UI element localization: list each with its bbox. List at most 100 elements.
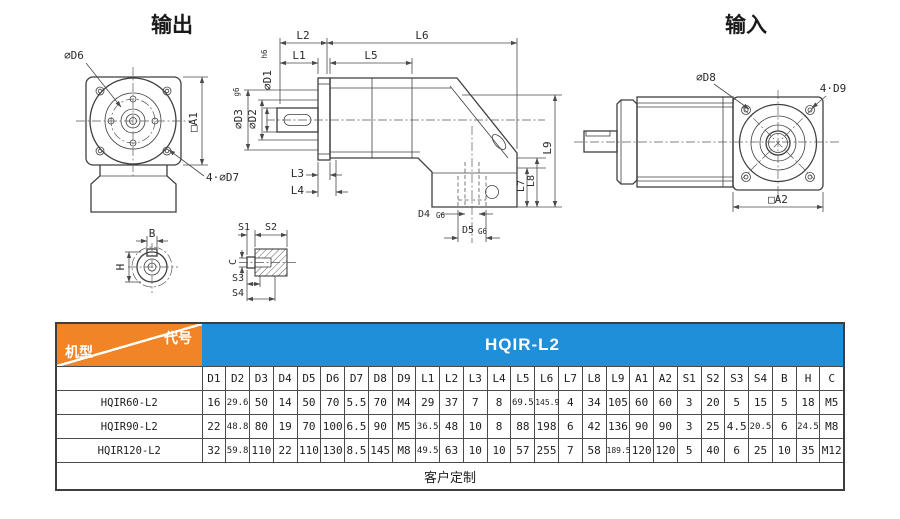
col-header-l2: L2: [439, 366, 464, 391]
col-header-l9: L9: [605, 366, 631, 391]
spec-cell: 145: [367, 438, 393, 463]
col-header-s3: S3: [724, 366, 750, 391]
col-header-d6: D6: [320, 366, 346, 391]
spec-cell: 110: [249, 438, 274, 463]
side-d1-tolerance: h6: [260, 49, 269, 59]
spec-cell: 105: [605, 390, 631, 415]
col-header-l6: L6: [534, 366, 559, 391]
section-s3-label: S3: [232, 273, 244, 284]
input-title: 输入: [725, 13, 767, 37]
col-header-d8: D8: [367, 366, 393, 391]
side-l1-label: L1: [292, 49, 305, 62]
spec-cell: 4: [557, 390, 583, 415]
spec-cell: 70: [367, 390, 393, 415]
col-header-d1: D1: [201, 366, 227, 391]
table-footer-row: 客户定制: [55, 462, 845, 491]
spec-cell: 49.5: [415, 438, 441, 463]
spec-cell: 25: [748, 438, 773, 463]
spec-cell: 22: [201, 414, 227, 439]
spec-cell: M5: [819, 390, 845, 415]
input-d9-label: 4·D9: [820, 82, 847, 95]
col-header-d4: D4: [272, 366, 298, 391]
side-d4-label: D4: [418, 209, 430, 220]
spec-cell: 50: [249, 390, 274, 415]
spec-cell: M8: [819, 414, 845, 439]
col-header-h: H: [795, 366, 821, 391]
table-title-row: 代号 机型 HQIR-L2: [56, 323, 844, 367]
side-l4-label: L4: [291, 184, 305, 197]
col-header-d5: D5: [296, 366, 322, 391]
spec-cell: 8: [486, 414, 512, 439]
spec-cell: 6.5: [344, 414, 369, 439]
spec-cell: 7: [462, 390, 488, 415]
spec-cell: 37: [439, 390, 464, 415]
spec-cell: 32: [201, 438, 227, 463]
spec-cell: 15: [748, 390, 773, 415]
col-header-d9: D9: [391, 366, 417, 391]
spec-cell: 5.5: [344, 390, 369, 415]
spec-cell: 18: [795, 390, 821, 415]
section-c-label: C: [228, 259, 239, 265]
spec-cell: 7: [557, 438, 583, 463]
col-header-s1: S1: [676, 366, 702, 391]
side-l3-label: L3: [291, 167, 304, 180]
spec-cell: 100: [320, 414, 346, 439]
spec-cell: M12: [819, 438, 845, 463]
spec-cell: 40: [700, 438, 726, 463]
technical-drawing: 输出 输入 □A1 ∅D6 4·∅D7: [64, 13, 847, 302]
side-l6-label: L6: [415, 29, 428, 42]
spec-cell: 5: [771, 390, 797, 415]
front-a1-label: □A1: [187, 112, 200, 132]
section-s1-label: S1: [238, 222, 250, 233]
spec-cell: 35: [795, 438, 821, 463]
spec-cell: 19: [272, 414, 298, 439]
spec-cell: 63: [439, 438, 464, 463]
side-d5-tolerance: G6: [478, 227, 488, 236]
spec-cell: 3: [676, 390, 702, 415]
spec-cell: 120: [653, 438, 678, 463]
custom-note-cell: 客户定制: [55, 462, 845, 491]
col-header-l7: L7: [557, 366, 583, 391]
side-d1-label: ∅D1: [261, 70, 274, 90]
col-header-a1: A1: [629, 366, 655, 391]
spec-cell: 120: [629, 438, 655, 463]
series-title: HQIR-L2: [485, 335, 560, 354]
spec-cell: 6: [557, 414, 583, 439]
col-header-s2: S2: [700, 366, 726, 391]
spec-cell: M4: [391, 390, 417, 415]
spec-cell: 29.6: [225, 390, 251, 415]
col-header-d2: D2: [225, 366, 251, 391]
col-header-d7: D7: [344, 366, 369, 391]
model-column-blank: [55, 366, 203, 391]
side-l9-label: L9: [541, 141, 554, 154]
input-a2-label: □A2: [768, 193, 788, 206]
side-d3-label: ∅D3: [232, 109, 245, 129]
spec-cell: 58: [581, 438, 607, 463]
col-header-l1: L1: [415, 366, 441, 391]
spec-cell: 8.5: [344, 438, 369, 463]
output-title: 输出: [151, 13, 193, 37]
spec-cell: 90: [367, 414, 393, 439]
col-header-c: C: [819, 366, 845, 391]
corner-label-code: 代号: [164, 331, 192, 347]
spec-cell: 70: [296, 414, 322, 439]
col-header-b: B: [771, 366, 797, 391]
side-view: L2 L6 L1 L5 ∅D1 h6 ∅D2 ∅D3 g6 L3 L4: [232, 29, 562, 243]
output-front-view: □A1 ∅D6 4·∅D7: [64, 49, 239, 213]
spec-cell: 42: [581, 414, 607, 439]
spec-cell: 48.8: [225, 414, 251, 439]
section-s2-label: S2: [265, 222, 277, 233]
model-name: HQIR120-L2: [55, 438, 203, 463]
side-d4-tolerance: G6: [436, 211, 446, 220]
spec-cell: 20.5: [748, 414, 773, 439]
front-d7-label: 4·∅D7: [206, 171, 239, 184]
spec-cell: 4.5: [724, 414, 750, 439]
corner-label-model: 机型: [65, 345, 93, 361]
side-l2-label: L2: [296, 29, 309, 42]
col-header-s4: S4: [748, 366, 773, 391]
